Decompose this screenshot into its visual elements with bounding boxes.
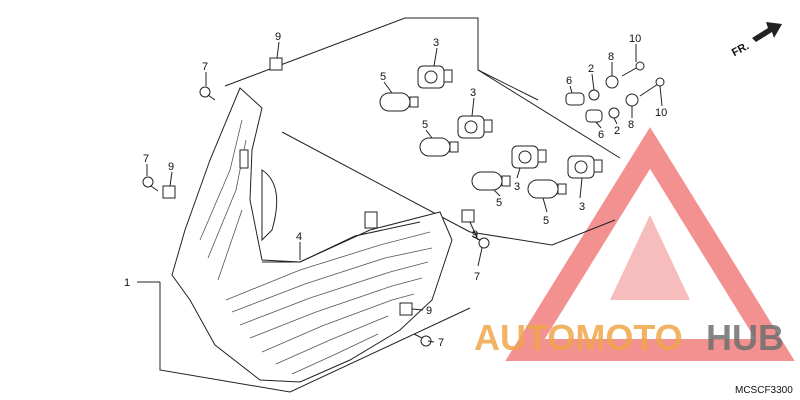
callout-5: 5 [543,215,549,227]
callout-9: 9 [275,31,281,43]
assembly-frame-lines [159,17,621,393]
bolt [199,86,216,101]
inner-lens [262,221,421,263]
bulb-group [379,92,567,199]
callout-2: 2 [614,125,620,137]
diagram-code: MCSCF3300 [735,385,793,396]
watermark-word-b: HUB [706,317,784,358]
callout-7: 7 [202,61,208,73]
bulb-socket [567,155,603,179]
callout-9: 9 [168,161,174,173]
clip-nut [461,209,475,223]
callout-1: 1 [124,277,130,289]
bulb [419,137,459,157]
callout-6: 6 [566,75,572,87]
collar [608,107,620,119]
bolt [142,176,159,192]
clip-nut [269,57,283,71]
bulb [471,171,511,191]
callout-labels: 1 7 7 9 9 4 3 3 3 3 5 5 5 5 6 6 2 2 8 8 … [124,31,667,349]
bulb [379,92,419,112]
bulb-socket [511,145,547,169]
callout-3: 3 [433,37,439,49]
rubber-grommet [585,109,603,123]
watermark-logo [505,127,795,361]
arrow-right-icon [752,22,782,42]
callout-3: 3 [514,181,520,193]
clip-nut [399,302,413,316]
callout-5: 5 [422,119,428,131]
grommet-group [565,75,639,123]
tail-light-housing [171,87,453,383]
front-direction-indicator: FR. [730,22,782,59]
bolt-group [142,86,490,347]
callout-7: 7 [438,337,444,349]
callout-2: 2 [588,63,594,75]
callout-6: 6 [598,129,604,141]
bolt [413,333,432,347]
callout-10: 10 [655,107,667,119]
rubber-grommet [565,92,585,106]
screw-group [621,61,665,97]
bulb [527,179,567,199]
bulb-socket [417,65,453,89]
bulb-socket-group [417,65,603,179]
callout-8: 8 [628,119,634,131]
watermark-word-a: AUTOMOTO [474,317,683,358]
direction-label: FR. [730,40,751,59]
callout-10: 10 [629,33,641,45]
collar [588,89,600,101]
callout-3: 3 [579,201,585,213]
callout-7: 7 [474,271,480,283]
clip-nut [162,185,176,199]
clip-group [162,57,475,316]
washer [605,75,619,89]
bulb-socket [457,115,493,139]
callout-5: 5 [496,197,502,209]
watermark-text: AUTOMOTO HUB [474,317,784,358]
callout-8: 8 [608,51,614,63]
callout-9: 9 [472,229,478,241]
callout-9: 9 [426,305,432,317]
callout-5: 5 [380,71,386,83]
callout-3: 3 [470,87,476,99]
washer [625,93,639,107]
bolt [471,235,490,249]
callout-7: 7 [143,153,149,165]
callout-4: 4 [296,231,302,243]
leader-lines [137,41,663,343]
